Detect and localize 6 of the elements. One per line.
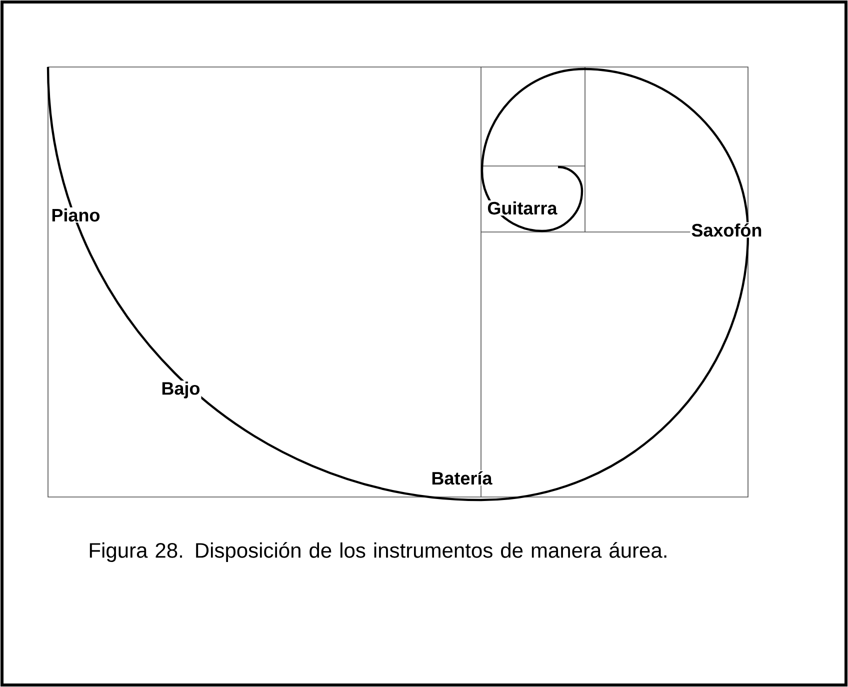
instrument-label: Saxofón [690, 222, 764, 238]
instrument-label: Batería [430, 470, 494, 486]
instrument-label: Guitarra [486, 200, 558, 216]
instrument-label: Bajo [160, 380, 202, 400]
caption: Figura 28. Disposición de los instrumentos de manera áurea. [90, 542, 666, 562]
instrument-label: Piano [50, 207, 102, 223]
